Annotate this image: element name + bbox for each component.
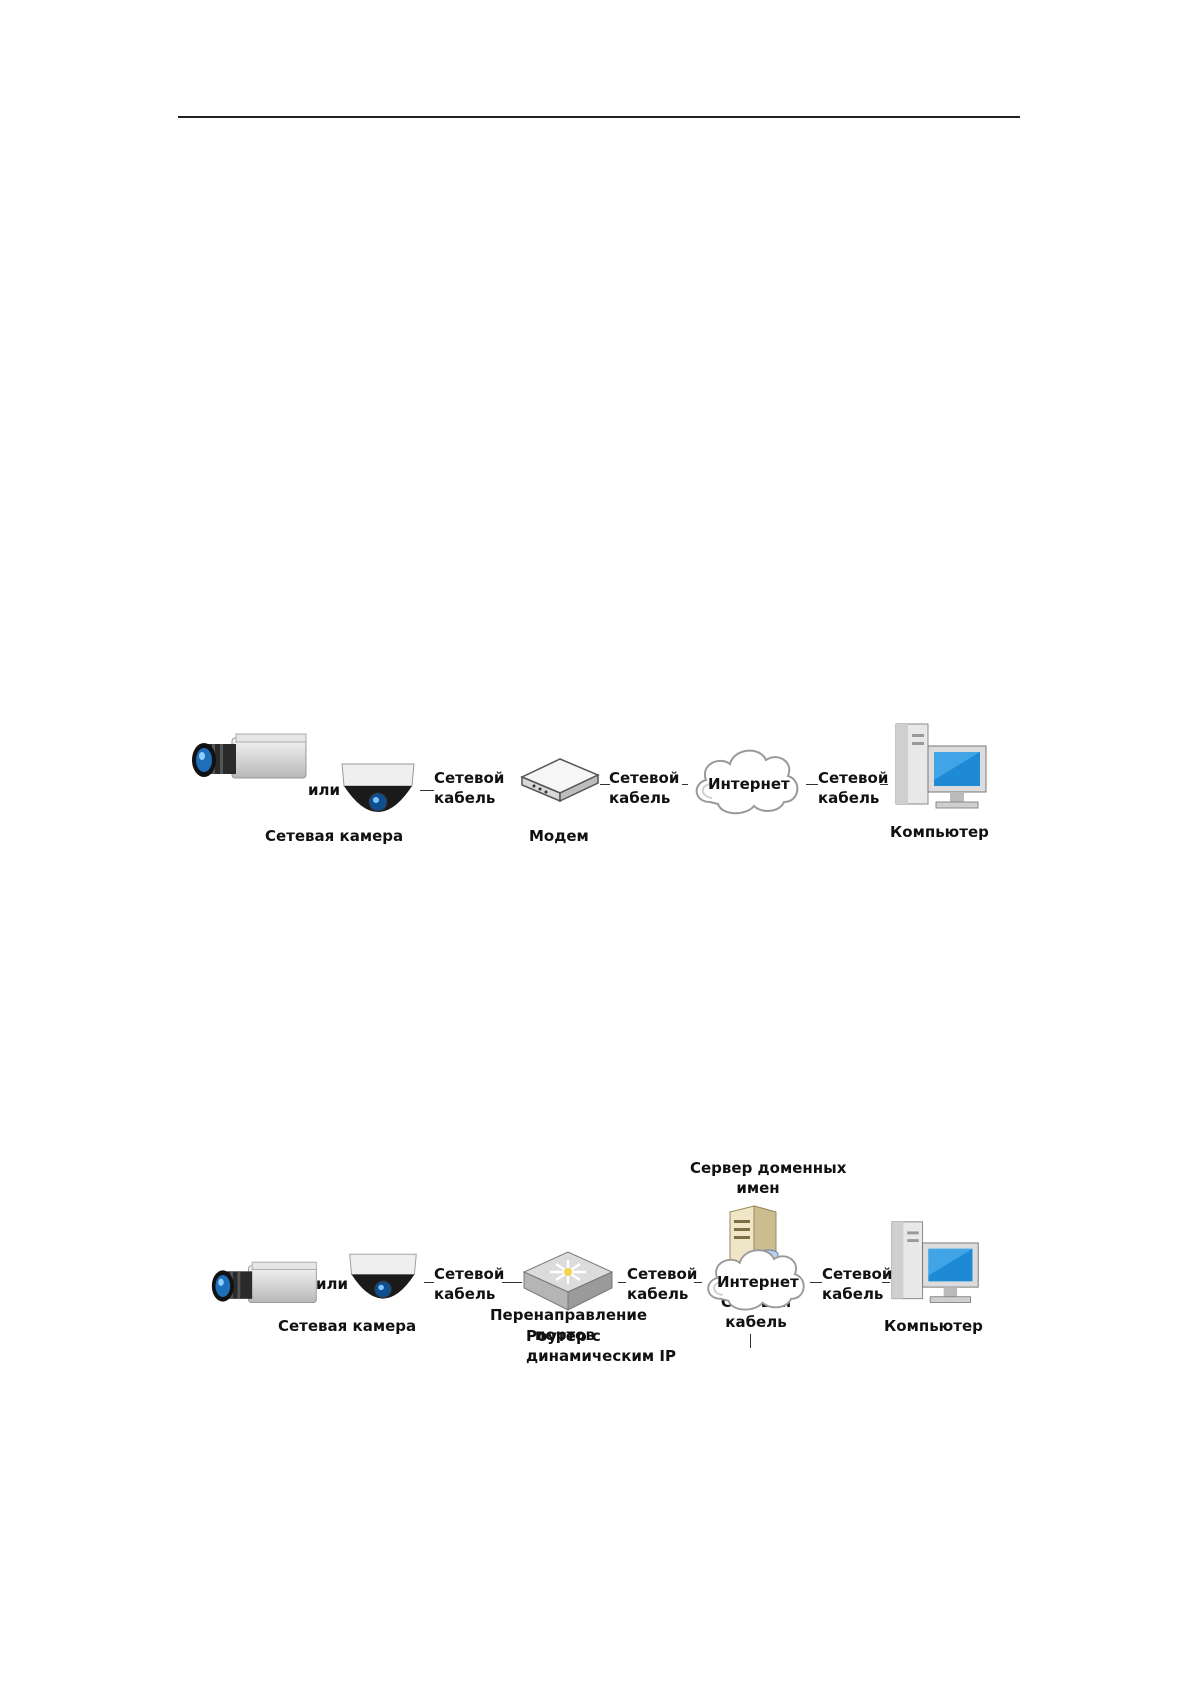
computer-icon	[892, 720, 992, 820]
dome-camera-icon	[346, 1248, 420, 1314]
cable-connector	[502, 1282, 522, 1283]
network-diagram-modem: или Сетевая камера Сетевой кабель Модем …	[0, 700, 1191, 860]
cable-connector	[880, 784, 888, 785]
dome-camera-icon	[338, 758, 418, 828]
cable-label-line1: Сетевой	[818, 768, 888, 788]
cable-label-line1: Сетевой	[434, 1264, 504, 1284]
header-rule	[178, 116, 1020, 118]
modem-label: Модем	[529, 826, 589, 846]
network-diagram-ddns: Сервер доменных имен Сетевой кабель Пере…	[0, 1140, 1191, 1470]
cable-label-line1: Сетевой	[434, 768, 504, 788]
cable-connector	[810, 1282, 822, 1283]
router-icon	[520, 1248, 616, 1318]
dns-server-label-line1: Сервер доменных	[690, 1158, 826, 1178]
cable-connector	[618, 1282, 626, 1283]
cable-label-line1: Сетевой	[627, 1264, 697, 1284]
cable-label-line2: кабель	[434, 788, 495, 808]
or-label: или	[316, 1274, 348, 1294]
camera-label: Сетевая камера	[278, 1316, 416, 1336]
or-label: или	[308, 780, 340, 800]
dns-server-label-line2: имен	[690, 1178, 826, 1198]
computer-label: Компьютер	[890, 822, 989, 842]
cable-connector	[750, 1334, 751, 1348]
camera-label: Сетевая камера	[265, 826, 403, 846]
computer-label: Компьютер	[884, 1316, 983, 1336]
cable-label-line2: кабель	[434, 1284, 495, 1304]
internet-label: Интернет	[717, 1272, 799, 1292]
cable-label-line1: Сетевой	[609, 768, 679, 788]
cable-label-line1: Сетевой	[822, 1264, 892, 1284]
modem-icon	[520, 755, 600, 805]
cable-connector	[420, 790, 434, 791]
cable-label-line2: кабель	[609, 788, 670, 808]
internet-label: Интернет	[708, 774, 790, 794]
cable-label-line2: кабель	[822, 1284, 883, 1304]
computer-icon	[888, 1218, 984, 1314]
router-label-line1: Роутер с	[526, 1326, 601, 1346]
cable-connector	[806, 784, 818, 785]
cable-label-line2: кабель	[627, 1284, 688, 1304]
box-camera-icon	[190, 730, 310, 790]
cable-connector	[424, 1282, 434, 1283]
box-camera-icon	[210, 1258, 320, 1314]
cable-label-line2: кабель	[818, 788, 879, 808]
router-label-line2: динамическим IP	[526, 1346, 676, 1366]
